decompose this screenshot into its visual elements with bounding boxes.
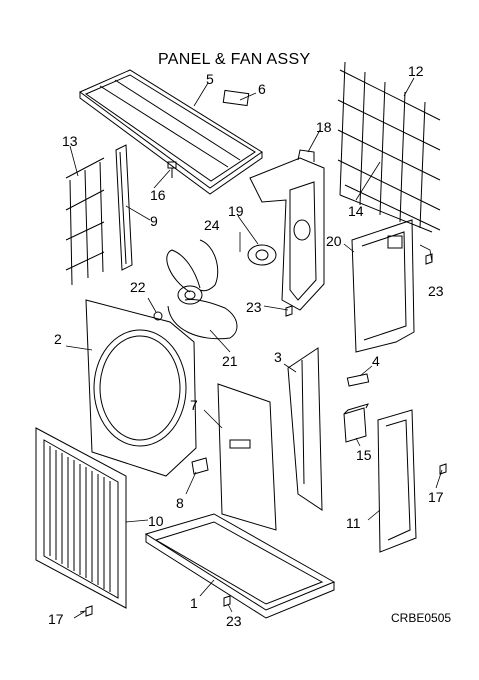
part-nut-22 (153, 311, 163, 321)
part-front-side-panel (217, 383, 277, 531)
leader-lines (65, 77, 443, 619)
part-motor-bracket (247, 149, 325, 311)
part-vertical-support (115, 144, 133, 271)
part-screw-17-side (439, 463, 447, 475)
part-screw-17-front (79, 605, 93, 617)
callout-23-base: 23 (226, 613, 242, 629)
callout-23-bracket: 23 (246, 299, 262, 315)
part-base-pan (144, 513, 336, 619)
callout-18: 18 (316, 119, 332, 135)
callout-19: 19 (228, 203, 244, 219)
callout-11: 11 (346, 515, 361, 531)
part-side-wire-guard (65, 157, 105, 286)
part-rear-wire-grille (337, 61, 441, 233)
callout-3: 3 (274, 349, 282, 365)
part-screw-16 (167, 161, 177, 178)
drawing-code: CRBE0505 (391, 611, 452, 625)
callout-17-side: 17 (428, 489, 444, 505)
part-right-side-panel (351, 219, 415, 353)
part-15 (343, 403, 369, 443)
callout-22: 22 (130, 279, 146, 295)
part-screw-23-bracket (285, 305, 293, 317)
callout-14: 14 (348, 203, 364, 219)
callout-1: 1 (190, 595, 198, 611)
callout-20: 20 (326, 233, 342, 249)
part-front-grille (35, 427, 127, 609)
part-partition (287, 347, 323, 511)
callout-8: 8 (176, 495, 184, 511)
callout-24: 24 (204, 217, 220, 233)
part-4 (346, 373, 370, 387)
callout-10: 10 (148, 513, 164, 529)
callout-13: 13 (62, 133, 78, 149)
callout-4: 4 (372, 353, 380, 369)
callout-6: 6 (258, 81, 266, 97)
callout-23-side: 23 (428, 283, 444, 299)
callout-9: 9 (150, 213, 158, 229)
callout-12: 12 (408, 63, 424, 79)
callout-17-front: 17 (48, 611, 64, 627)
callout-15: 15 (356, 447, 372, 463)
callout-21: 21 (222, 353, 238, 369)
diagram-title: PANEL & FAN ASSY (158, 51, 311, 68)
callout-5: 5 (206, 71, 214, 87)
part-screw-23-base (223, 595, 231, 607)
part-service-panel (377, 409, 417, 553)
part-fan-shroud (85, 299, 197, 477)
part-8 (191, 457, 209, 475)
part-top-panel (79, 69, 263, 195)
part-fan-propeller (166, 239, 238, 340)
callout-7: 7 (190, 397, 198, 413)
callout-16: 16 (150, 187, 166, 203)
callout-2: 2 (54, 331, 62, 347)
